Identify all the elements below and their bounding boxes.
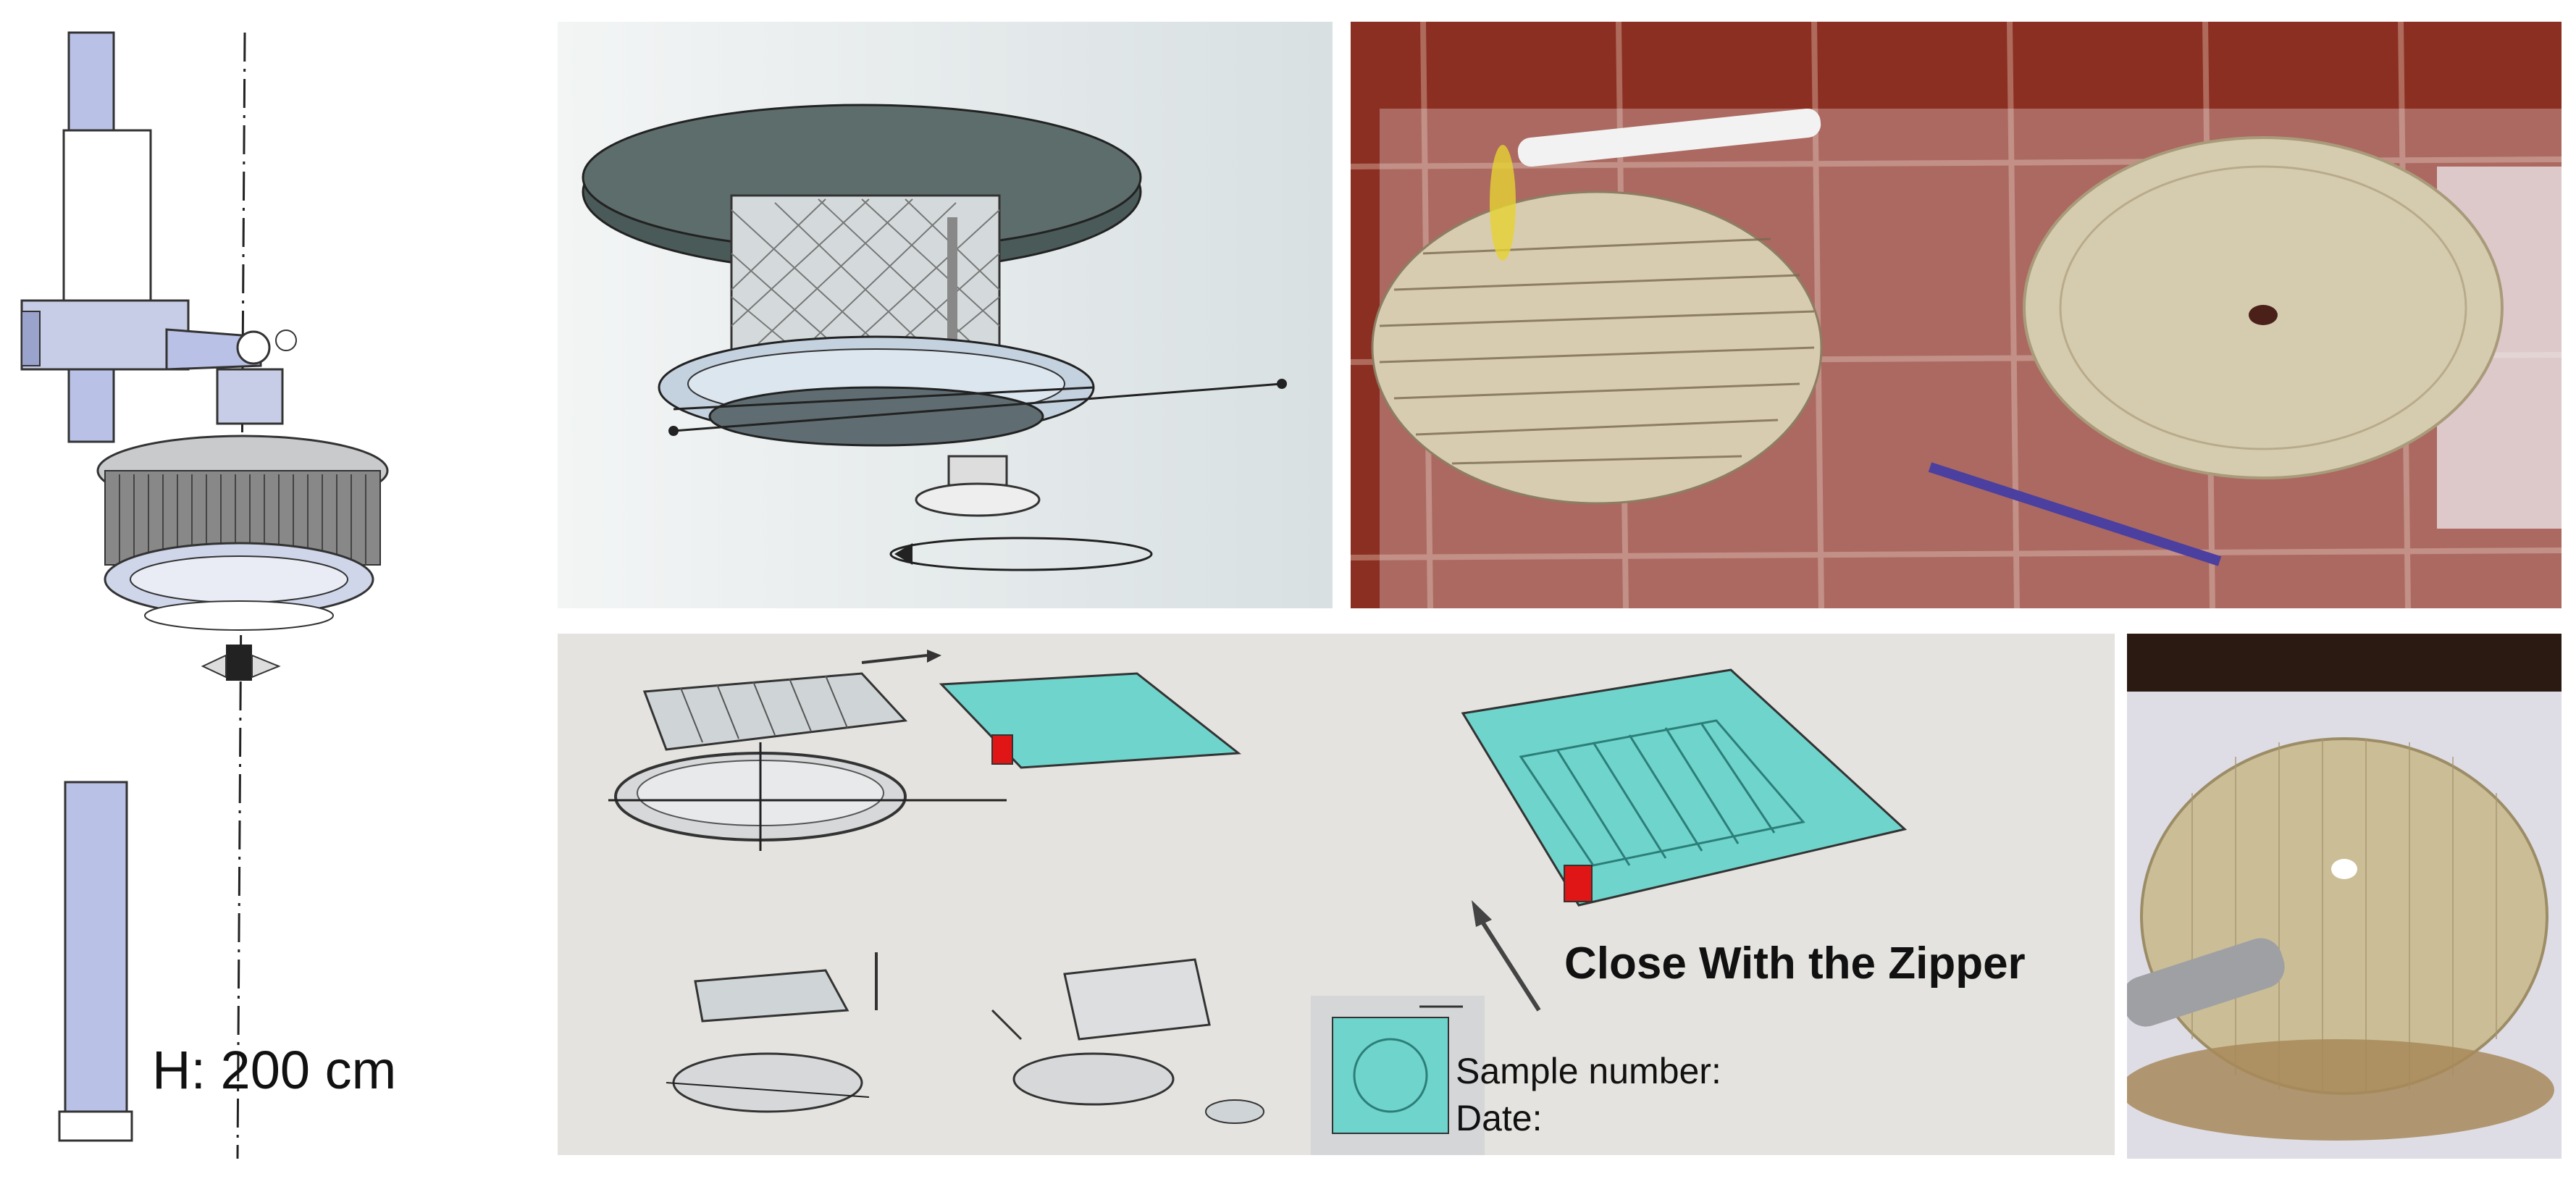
dusty-filter-photo-panel	[2127, 634, 2562, 1159]
cad-collector-svg	[582, 104, 1287, 571]
cad-rotation-ring	[889, 537, 1153, 571]
cad-gear	[947, 455, 1008, 487]
zipper-tool	[1479, 918, 1541, 1012]
filter-photo-svg	[1351, 22, 2562, 608]
filter-disc-left	[1371, 190, 1823, 505]
bag-with-filter	[1461, 668, 1908, 907]
hanger-block	[216, 368, 284, 425]
dust-pile	[2127, 1039, 2554, 1141]
pole-sleeve	[62, 129, 152, 306]
mounting-arm	[165, 328, 262, 371]
dusty-filter-svg	[2127, 634, 2562, 1159]
pen	[1928, 462, 2222, 566]
step1-bag	[939, 672, 1242, 769]
drain-knob	[226, 645, 252, 681]
step3-grid-and-tray	[991, 958, 1264, 1124]
sample-number-label: Sample number:	[1456, 1051, 1721, 1091]
step1-filter-grid	[642, 672, 908, 751]
spatula-handle	[1517, 108, 1821, 167]
clamp-bracket	[20, 299, 190, 371]
scraper-tool	[2127, 938, 2285, 1027]
height-label: H: 200 cm	[152, 1040, 397, 1100]
sampler-tower-svg	[20, 31, 389, 1159]
zipper-caption: Close With the Zipper	[1564, 939, 2026, 989]
step1-zipper	[991, 734, 1013, 765]
bag-zipper	[1564, 865, 1593, 902]
sampler-tower-drawing-panel: H: 200 cm	[0, 0, 550, 1192]
filter-photo-panel	[1351, 22, 2562, 608]
date-label: Date:	[1456, 1098, 1543, 1138]
cad-rendering-panel	[558, 22, 1333, 608]
step2-grid-and-tray	[666, 952, 878, 1113]
bagging-procedure-panel: Close With the Zipper Sample number: Dat…	[558, 634, 2115, 1155]
bag-filter-outline	[1519, 719, 1805, 867]
bagging-procedure-svg	[608, 650, 1908, 1155]
filter-center-hole	[2249, 305, 2278, 325]
lower-pole	[64, 781, 128, 1131]
